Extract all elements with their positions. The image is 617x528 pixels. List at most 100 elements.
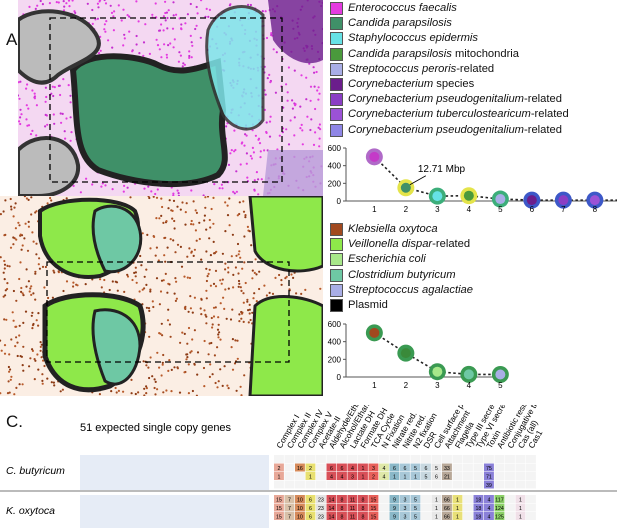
heat-cell-value: 18 xyxy=(475,497,481,503)
legend-italic-text: Staphylococcus epidermis xyxy=(348,32,478,45)
map-dot xyxy=(134,392,137,396)
heat-cell xyxy=(484,463,494,472)
map-dot xyxy=(50,199,53,202)
map-dot xyxy=(190,219,193,223)
heat-cell xyxy=(368,455,379,463)
map-dot xyxy=(2,295,5,298)
map-dot xyxy=(9,378,12,381)
map-dot xyxy=(213,354,216,357)
map-dot xyxy=(293,116,296,119)
heat-cell xyxy=(452,463,463,472)
legend-swatch xyxy=(330,2,343,16)
map-dot xyxy=(232,190,235,193)
map-dot xyxy=(239,163,242,166)
map-dot xyxy=(6,264,9,267)
map-dot xyxy=(220,282,223,285)
map-dot xyxy=(134,266,137,269)
map-dot xyxy=(203,385,206,388)
x-tick-label: 2 xyxy=(404,381,409,390)
map-dot xyxy=(65,197,68,200)
map-dot xyxy=(41,382,44,385)
heat-cell xyxy=(410,455,421,463)
heat-cell-value: 14 xyxy=(328,497,334,503)
map-dot xyxy=(39,349,42,352)
panel-b-map-art xyxy=(0,196,323,396)
map-dot xyxy=(35,319,38,322)
map-dot xyxy=(165,220,168,223)
map-dot xyxy=(179,208,182,211)
map-dot xyxy=(100,286,103,289)
heat-cell xyxy=(442,512,452,520)
map-dot xyxy=(126,186,129,189)
map-dot xyxy=(287,66,290,69)
map-dot xyxy=(135,0,138,3)
map-dot xyxy=(148,309,151,312)
map-dot xyxy=(240,394,243,396)
heat-cell-value: 66 xyxy=(444,506,450,512)
heat-cell xyxy=(295,503,305,512)
map-dot xyxy=(164,260,167,263)
heat-cell xyxy=(389,455,400,463)
data-point xyxy=(432,366,443,377)
heat-cell xyxy=(494,463,505,472)
heat-cell xyxy=(284,512,295,520)
row-label: C. butyricum xyxy=(6,465,65,477)
row-label: K. oxytoca xyxy=(6,505,55,517)
map-dot xyxy=(123,184,126,187)
map-dot xyxy=(69,116,72,119)
map-dot xyxy=(147,196,150,198)
map-dot xyxy=(145,392,148,395)
map-dot xyxy=(207,15,210,18)
x-tick-label: 4 xyxy=(467,205,472,214)
heat-cell-value: 6 xyxy=(340,466,343,472)
map-dot xyxy=(21,292,24,295)
heat-cell xyxy=(326,495,337,503)
heat-cell xyxy=(526,503,536,512)
map-dot xyxy=(60,121,63,124)
map-dot xyxy=(65,280,69,283)
map-dot xyxy=(265,131,268,134)
map-dot xyxy=(214,381,217,385)
map-dot xyxy=(72,281,75,284)
heat-cell xyxy=(379,512,389,520)
map-dot xyxy=(168,323,171,326)
map-dot xyxy=(156,388,159,391)
map-dot xyxy=(291,99,294,102)
map-dot xyxy=(162,221,165,224)
map-dot xyxy=(113,10,116,13)
map-dot xyxy=(258,270,261,273)
map-dot xyxy=(22,345,25,348)
map-dot xyxy=(18,383,21,386)
map-dot xyxy=(103,0,106,2)
map-dot xyxy=(183,63,186,66)
legend-italic-text: Corynebacterium pseudogenitalium xyxy=(348,123,524,136)
map-dot xyxy=(210,341,213,345)
heat-cell xyxy=(515,495,526,503)
heat-cell xyxy=(400,503,410,512)
heat-cell xyxy=(337,480,347,489)
map-dot xyxy=(259,156,262,159)
map-dot xyxy=(30,213,33,216)
map-dot xyxy=(203,339,206,343)
legend-b-item: Veillonella dispar-related xyxy=(330,237,473,252)
map-dot xyxy=(250,157,253,160)
map-dot xyxy=(164,0,167,3)
map-dot xyxy=(0,256,2,259)
map-dot xyxy=(18,324,21,327)
heat-cell xyxy=(452,503,463,512)
panel-c-label: C. xyxy=(6,412,23,431)
heat-cell-value: 39 xyxy=(486,483,492,489)
map-dot xyxy=(299,105,302,108)
map-dot xyxy=(242,301,245,304)
legend-italic-text: Escherichia coli xyxy=(348,253,426,266)
heat-cell-value: 21 xyxy=(444,474,450,480)
map-dot xyxy=(3,352,7,355)
map-dot xyxy=(211,323,214,326)
map-dot xyxy=(274,276,277,279)
map-dot xyxy=(230,149,233,152)
map-dot xyxy=(145,364,148,367)
heat-cell-value: 2 xyxy=(309,466,312,472)
map-dot xyxy=(265,294,268,297)
map-dot xyxy=(269,81,272,84)
map-dot xyxy=(174,251,177,254)
